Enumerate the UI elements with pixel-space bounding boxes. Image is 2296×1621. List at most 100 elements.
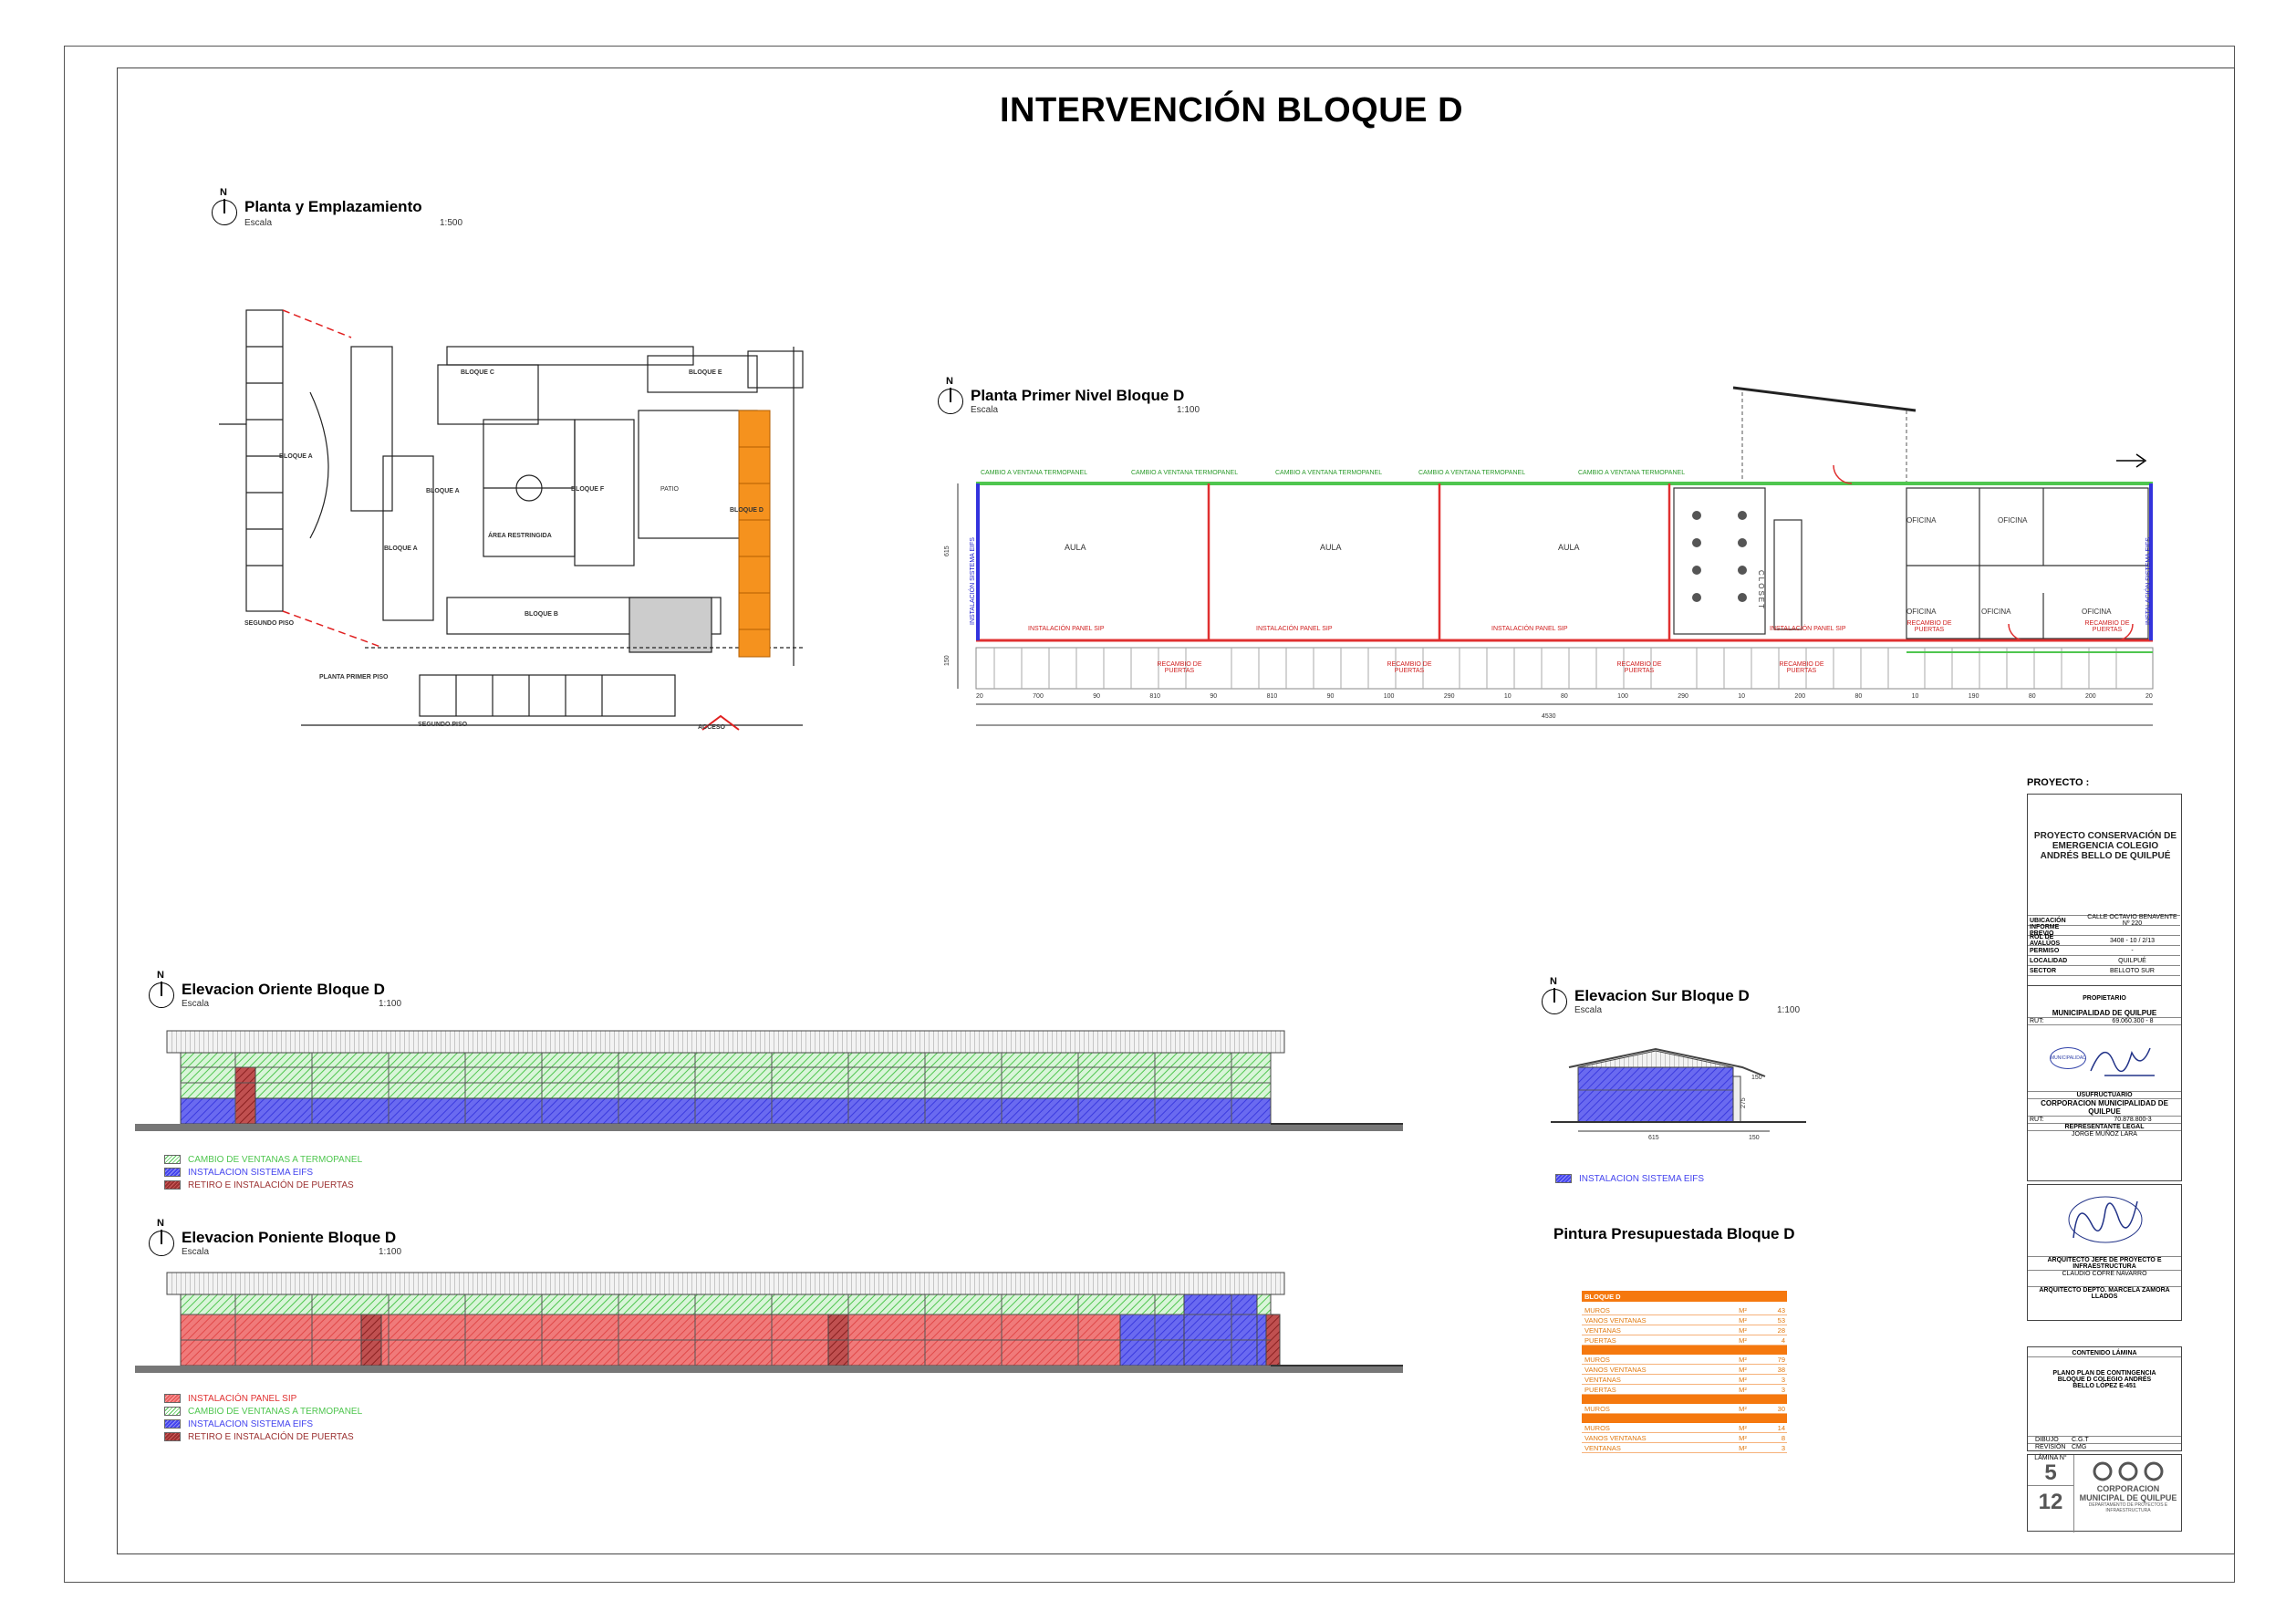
east-elevation-title: Elevacion Oriente Bloque D (182, 981, 385, 998)
legend-label: INSTALACION SISTEMA EIFS (188, 1167, 314, 1178)
note-panel-sip-4: INSTALACIÓN PANEL SIP (1770, 626, 1846, 632)
legend-label: CAMBIO DE VENTANAS A TERMOPANEL (188, 1406, 363, 1417)
paint-cell-item: VANOS VENTANAS (1584, 1433, 1647, 1442)
paint-cell-qty: 8 (1781, 1433, 1785, 1442)
site-label-bloque-a-mid: BLOQUE A (426, 488, 460, 494)
note-recambio-puertas-1: RECAMBIO DE PUERTAS (1157, 661, 1202, 674)
note-cambio-ventana-1: CAMBIO A VENTANA TERMOPANEL (981, 470, 1088, 476)
note-eifs-right: INSTALACIÓN SISTEMA EIFS (2145, 537, 2152, 625)
south-dim-side: 150 (1749, 1135, 1760, 1141)
north-letter: N (220, 187, 227, 198)
tb-usufructuario-rut: 70.878.800-3 (2114, 1117, 2152, 1123)
plan-dimension: 20 (2145, 693, 2153, 700)
site-label-bloque-e: BLOQUE E (689, 369, 722, 376)
site-label-acceso: ACCESO (698, 724, 725, 731)
plan-dimension: 80 (1854, 693, 1863, 700)
legend-item: CAMBIO DE VENTANAS A TERMOPANEL (164, 1405, 362, 1418)
legend-label: RETIRO E INSTALACIÓN DE PUERTAS (188, 1179, 354, 1190)
west-elevation-scale: 1:100 (379, 1247, 402, 1257)
tb-rut-label-2: RUT: (2030, 1117, 2044, 1123)
tb-owner-box: PROPIETARIO MUNICIPALIDAD DE QUILPUE RUT… (2027, 985, 2182, 1181)
tb-logo-sub: DEPARTAMENTO DE PROYECTOS E INFRAESTRUCT… (2088, 1502, 2168, 1513)
east-elevation-scale: 1:100 (379, 999, 402, 1009)
tb-arq-name: CLAUDIO COFRE NAVARRO (2028, 1270, 2181, 1277)
paint-cell-unit: M² (1739, 1335, 1747, 1345)
tb-info-value: BELLOTO SUR (2110, 967, 2155, 974)
note-eifs-left: INSTALACIÓN SISTEMA EIFS (970, 537, 976, 625)
tb-revision: CMG (2072, 1444, 2087, 1450)
plan-dimension: 100 (1617, 693, 1628, 700)
tb-lamina-number: 5 (2044, 1460, 2057, 1485)
paint-cell-qty: 53 (1777, 1315, 1785, 1325)
north-arrow-icon (938, 388, 963, 414)
legend-swatch (164, 1407, 181, 1416)
paint-cell-item: PUERTAS (1584, 1335, 1616, 1345)
room-label-oficina-5: OFICINA (2082, 608, 2112, 616)
paint-cell-unit: M² (1739, 1443, 1747, 1452)
tb-propietario-name: MUNICIPALIDAD DE QUILPUE (2028, 1009, 2181, 1018)
tb-rep-label: REPRESENTANTE LEGAL (2028, 1124, 2181, 1131)
north-arrow-icon (149, 982, 174, 1008)
signature-image (2068, 1196, 2143, 1243)
site-plan-title: Planta y Emplazamiento (244, 198, 422, 215)
tb-info-key: ROL DE AVALÚOS (2030, 934, 2061, 947)
signature-stamp-image: MUNICIPALIDAD DE QUILPUE (2050, 1031, 2159, 1086)
site-label-planta-primer-piso: PLANTA PRIMER PISO (319, 674, 389, 681)
tb-sheet-box: LÁMINA N° 5 12 CORPORACION MUNICIPAL DE … (2027, 1454, 2182, 1533)
legend-swatch (164, 1419, 181, 1429)
plan-dimension: 810 (1266, 693, 1278, 700)
tb-logo-text: CORPORACION MUNICIPAL DE QUILPUE (2079, 1484, 2177, 1502)
site-label-patio: PATIO (660, 486, 679, 493)
paint-cell-unit: M² (1739, 1423, 1747, 1432)
north-letter: N (157, 970, 164, 981)
west-elevation-drawing (135, 1272, 1403, 1373)
note-panel-sip-2: INSTALACIÓN PANEL SIP (1256, 626, 1333, 632)
plan-dimension: 200 (2084, 693, 2096, 700)
tb-lamina-label: LÁMINA N° (2034, 1455, 2067, 1461)
room-label-aula-1: AULA (1065, 543, 1086, 552)
legend-swatch (164, 1394, 181, 1403)
paint-cell-item: MUROS (1584, 1355, 1610, 1364)
paint-cell-unit: M² (1739, 1375, 1747, 1384)
legend-swatch (164, 1168, 181, 1177)
room-label-aula-2: AULA (1320, 543, 1342, 552)
tb-info-key: UBICACIÓN (2030, 917, 2066, 924)
tb-propietario-label: PROPIETARIO (2083, 995, 2126, 1002)
paint-table-title: Pintura Presupuestada Bloque D (1553, 1225, 1795, 1242)
north-arrow-icon (149, 1230, 174, 1256)
legend-swatch (164, 1432, 181, 1441)
legend-item: INSTALACION SISTEMA EIFS (164, 1418, 362, 1430)
plan-dimension: 290 (1678, 693, 1688, 700)
room-label-oficina-4: OFICINA (1981, 608, 2011, 616)
tb-propietario-rut: 69.060.300 - 8 (2112, 1018, 2154, 1024)
tb-rut-label-1: RUT: (2030, 1018, 2044, 1024)
paint-cell-unit: M² (1739, 1385, 1747, 1394)
site-plan-escala: Escala (244, 218, 273, 228)
paint-cell-item: VENTANAS (1584, 1375, 1621, 1384)
paint-cell-unit: M² (1739, 1305, 1747, 1314)
tb-info-key: LOCALIDAD (2030, 957, 2068, 964)
note-cambio-ventana-4: CAMBIO A VENTANA TERMOPANEL (1418, 470, 1526, 476)
north-letter: N (157, 1218, 164, 1229)
tb-info-key: INFORME PREVIO (2030, 924, 2060, 937)
paint-cell-item: VANOS VENTANAS (1584, 1365, 1647, 1374)
paint-cell-item: VANOS VENTANAS (1584, 1315, 1647, 1325)
paint-cell-unit: M² (1739, 1365, 1747, 1374)
room-label-closet: CLOSET (1757, 570, 1765, 611)
tb-usufructuario-name: CORPORACION MUNICIPALIDAD DE QUILPUE (2028, 1099, 2181, 1117)
plan-dimension: 200 (1794, 693, 1806, 700)
tb-arq-depto: ARQUITECTO DEPTO. MARCELA ZAMORA LLADOS (2028, 1286, 2181, 1300)
tb-info-value: QUILPUÉ (2118, 957, 2146, 964)
plan-side-dim-2: 150 (944, 655, 951, 666)
tb-info-row: INFORME PREVIO (2028, 924, 2180, 937)
tb-stamp: MUNICIPALIDAD DE QUILPUE (2050, 1047, 2086, 1069)
paint-cell-item: PUERTAS (1584, 1385, 1616, 1394)
paint-cell-item: MUROS (1584, 1423, 1610, 1432)
note-cambio-ventana-5: CAMBIO A VENTANA TERMOPANEL (1578, 470, 1686, 476)
